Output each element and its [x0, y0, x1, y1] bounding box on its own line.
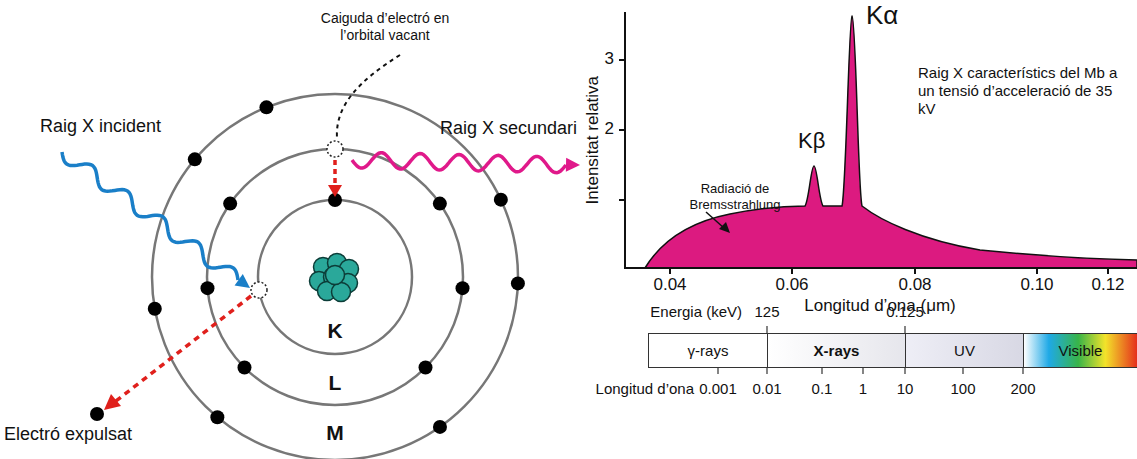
tick-label: 0.1	[812, 380, 833, 398]
tick-label: 0.01	[752, 380, 781, 398]
arrowhead	[235, 274, 250, 288]
band-label: UV	[954, 342, 975, 359]
ejection-arrow	[116, 296, 251, 401]
wave-label: Raig X secundari	[440, 118, 577, 140]
x-ray-wave	[62, 152, 238, 280]
x-ray-waves	[62, 152, 580, 288]
shell-label: M	[326, 420, 344, 445]
spectrum-band: γ-rays	[648, 333, 767, 368]
electron	[511, 276, 525, 290]
vacancy	[327, 141, 343, 157]
electron	[456, 281, 470, 295]
nucleon	[326, 266, 345, 285]
band-label: X-rays	[814, 342, 860, 359]
electron	[494, 193, 508, 207]
tick-label: 0.06	[775, 275, 808, 295]
tick-label: 0.08	[898, 275, 931, 295]
tick-label: 2	[605, 119, 614, 139]
tick-label: 200	[1010, 380, 1035, 398]
peak-label: Kα	[866, 0, 898, 31]
band-label: Visible	[1059, 342, 1103, 359]
particle-label: Electró expulsat	[4, 424, 132, 446]
tick-label: 3	[605, 49, 614, 69]
x-ray-wave	[352, 153, 566, 173]
nucleon	[332, 283, 351, 302]
electron	[223, 197, 237, 211]
ejected-electron	[90, 407, 104, 421]
callout: Radiació de Bremsstrahlung	[675, 181, 795, 212]
electron	[148, 302, 162, 316]
spectrum-band: X-rays	[767, 333, 905, 368]
electron	[259, 100, 273, 114]
tick-label: 0.125	[886, 303, 924, 321]
transition-arrow	[333, 160, 337, 186]
tick-label: 0.001	[699, 380, 737, 398]
arrowhead	[566, 158, 580, 172]
tick-label: 125	[754, 303, 779, 321]
tick-label: 10	[897, 380, 914, 398]
electrons	[148, 100, 525, 434]
arrowhead	[719, 222, 730, 233]
scale-title: Longitud d’ona	[596, 380, 694, 398]
electron	[433, 197, 447, 211]
arrowhead	[328, 185, 342, 197]
electron	[210, 410, 224, 424]
leader-line	[706, 212, 724, 228]
fall-path	[337, 55, 400, 138]
axis-title: Longitud d’ona (μm)	[804, 296, 956, 316]
shell-label: L	[329, 370, 342, 395]
chart-axes	[619, 12, 1137, 274]
scale-title: Energia (keV)	[650, 303, 742, 321]
nucleus	[310, 254, 359, 302]
tick-label: 0.10	[1020, 275, 1053, 295]
band-label: γ-rays	[688, 342, 729, 359]
vacancy	[251, 282, 267, 298]
tick-label: 0.04	[653, 275, 686, 295]
electron-shells	[152, 94, 518, 459]
electron	[433, 420, 447, 434]
tick-label: 1	[859, 380, 867, 398]
electron	[237, 361, 251, 375]
peak-label: Kβ	[798, 128, 825, 154]
tick-label: 0.12	[1091, 275, 1124, 295]
electron	[200, 281, 214, 295]
electron	[188, 152, 202, 166]
arrowhead	[104, 394, 121, 410]
axis-title: Intensitat relativa	[583, 76, 603, 205]
chart-note: Raig X característics del Mb a un tensió…	[918, 64, 1128, 118]
electron	[419, 361, 433, 375]
tick-label: 100	[950, 380, 975, 398]
spectrum-fill	[645, 16, 1137, 268]
spectrum-band: UV	[905, 333, 1023, 368]
spectrum-band: Visible	[1023, 333, 1137, 368]
shell-label: K	[327, 318, 342, 343]
caption: Caiguda d’electró en l’orbital vacant	[310, 10, 460, 44]
wave-label: Raig X incident	[40, 116, 161, 138]
